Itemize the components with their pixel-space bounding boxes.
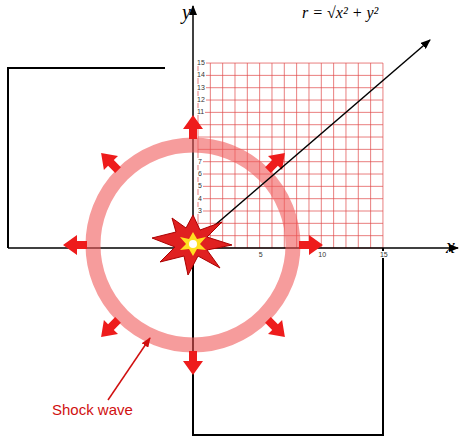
grid-line [198, 112, 383, 113]
tick-number: 15 [379, 251, 389, 258]
axis-label: y [182, 2, 191, 22]
grid-line [382, 63, 383, 248]
tick-number: 3 [197, 207, 203, 214]
grid-line [198, 63, 199, 248]
boundary-lines [8, 68, 383, 435]
tick-number: 5 [197, 182, 203, 189]
grid-line [198, 198, 383, 199]
formula-label: r = √x² + y² [300, 4, 380, 22]
grid-line [358, 63, 359, 248]
tick-number: 11 [196, 108, 205, 115]
tick-number: 15 [196, 59, 206, 66]
outward-arrows [63, 115, 323, 375]
axis-label: x [446, 236, 455, 256]
explosion [152, 215, 232, 275]
tick-number: 7 [197, 158, 203, 165]
grid-line [198, 161, 383, 162]
grid-line [198, 174, 383, 175]
callout-label: Shock wave [52, 402, 133, 417]
tick-number: 13 [196, 84, 206, 91]
shock-ring [93, 145, 293, 345]
tick-number: 4 [197, 195, 203, 202]
outward-arrow [265, 317, 285, 337]
tick-number: 5 [258, 251, 264, 258]
grid-line [198, 137, 383, 138]
grid-line [210, 63, 211, 248]
grid-line [198, 124, 383, 125]
grid-line [198, 87, 383, 88]
grid-line [198, 75, 383, 76]
grid-line [259, 63, 260, 248]
grid-line [333, 63, 334, 248]
grid-line [321, 63, 322, 248]
tick-number: 12 [196, 96, 206, 103]
outward-arrow [101, 317, 121, 337]
outward-arrow [183, 115, 203, 139]
grid-line [198, 63, 383, 64]
explosion-core [180, 232, 206, 256]
tick-number: 10 [317, 251, 327, 258]
tick-number: 14 [196, 71, 206, 78]
outward-arrow [101, 153, 121, 173]
grid-line [198, 100, 383, 101]
outward-arrow [63, 235, 87, 255]
grid-line [345, 63, 346, 248]
outward-arrow [265, 153, 285, 173]
explosion-center [189, 240, 197, 248]
tick-number: 6 [197, 170, 203, 177]
leader-line [108, 338, 150, 400]
grid-line [198, 186, 383, 187]
outward-arrow [183, 351, 203, 375]
radius-line [200, 40, 430, 238]
grid-line [308, 63, 309, 248]
